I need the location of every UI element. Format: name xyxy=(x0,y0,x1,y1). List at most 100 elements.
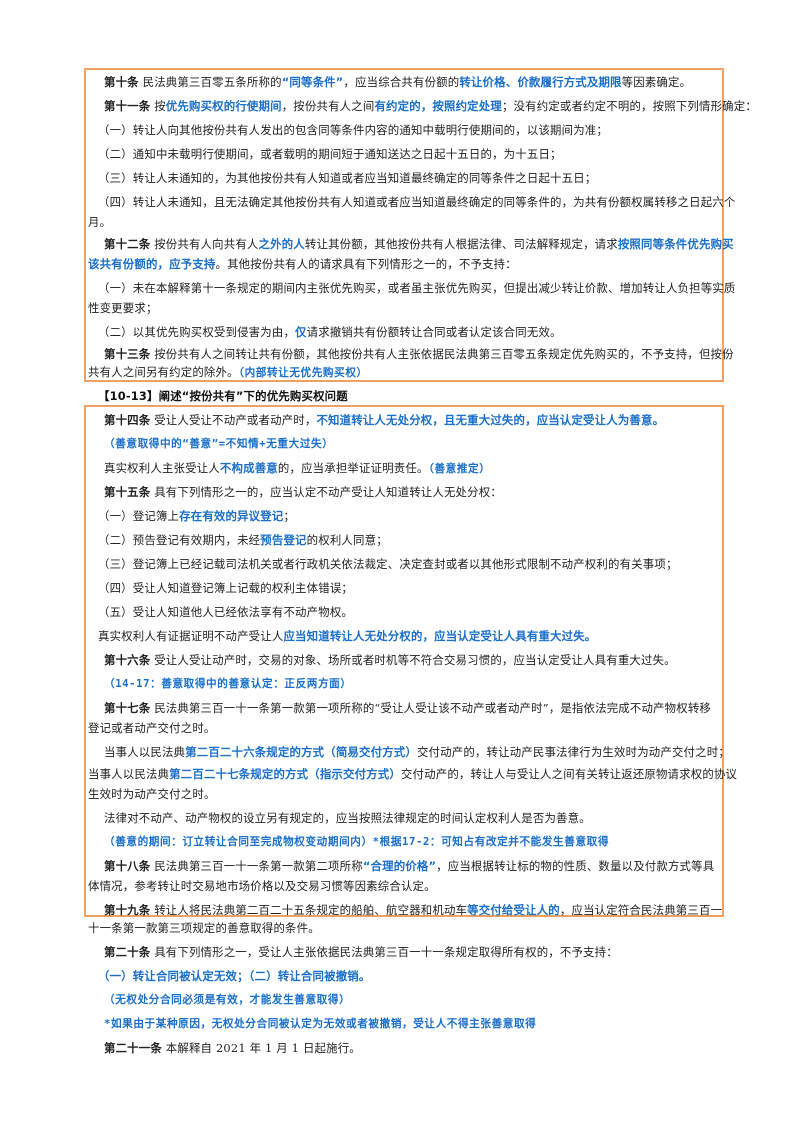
article-13: 第十三条 按份共有人之间转让共有份额，其他按份共有人主张依据民法典第三百零五条规… xyxy=(104,346,734,362)
article-15-item-1: （一）登记簿上存在有效的异议登记； xyxy=(98,508,295,524)
article-10-title: 第十条 xyxy=(104,75,139,89)
article-17-title: 第十七条 xyxy=(104,701,151,715)
highlight: 优先购买权的行使期间 xyxy=(165,99,282,113)
text: 交付动产的，转让人与受让人之间有关转让返还原物请求权的协议 xyxy=(400,767,738,781)
text: （二）以其优先购买权受到侵害为由， xyxy=(98,325,296,339)
article-14-note: （善意取得中的“善意”=不知情+无重大过失） xyxy=(104,438,334,450)
article-12-item-1-cont: 性变更要求； xyxy=(88,301,158,315)
article-15-item-5: （五）受让人知道他人已经依法享有不动产物权。 xyxy=(98,605,353,619)
text: （一）登记簿上 xyxy=(98,509,180,523)
article-12-item-1: （一）未在本解释第十一条规定的期间内主张优先购买，或者虽主张优先购买，但提出减少… xyxy=(98,281,736,295)
article-14-title: 第十四条 xyxy=(104,413,151,427)
highlight: 第二百二十六条规定的方式（简易交付方式） xyxy=(185,745,417,759)
highlight: 转让价格、价款履行方式及期限 xyxy=(459,75,622,89)
article-14: 第十四条 受让人受让不动产或者动产时，不知道转让人无处分权，且无重大过失的，应当… xyxy=(104,412,664,428)
highlight: 不知道转让人无处分权，且无重大过失的，应当认定受让人为善意。 xyxy=(316,413,665,427)
article-20: 第二十条 具有下列情形之一，受让人主张依据民法典第三百一十一条规定取得所有权的，… xyxy=(104,944,618,960)
article-12-cont: 该共有份额的，应予支持。其他按份共有人的请求具有下列情形之一的，不予支持： xyxy=(88,256,517,272)
text: 具有下列情形之一的，应当认定不动产受让人知道转让人无处分权： xyxy=(150,485,502,499)
highlight: 等交付给受让人的 xyxy=(467,903,560,917)
article-21-title: 第二十一条 xyxy=(104,1041,162,1055)
article-11: 第十一条 按优先购买权的行使期间，按份共有人之间有约定的，按照约定处理；没有约定… xyxy=(104,98,757,114)
text: ，按份共有人之间 xyxy=(281,99,375,113)
highlight: “合理的价格” xyxy=(362,859,437,873)
article-11-item-4: （四）转让人未通知，且无法确定其他按份共有人知道或者应当知道最终确定的同等条件的… xyxy=(98,195,736,209)
text: 按份共有人之间转让共有份额，其他按份共有人主张依据民法典第三百零五条规定优先购买… xyxy=(150,347,734,361)
text: 真实权利人有证据证明不动产受让人 xyxy=(98,629,284,643)
article-17-para-4: 法律对不动产、动产物权的设立另有规定的，应当按照法律规定的时间认定权利人是否为善… xyxy=(104,811,591,825)
article-15-item-4: （四）受让人知道登记簿上记载的权利主体错误； xyxy=(98,581,353,595)
article-17-para-3: 当事人以民法典第二百二十七条规定的方式（指示交付方式）交付动产的，转让人与受让人… xyxy=(88,766,737,782)
text: ； xyxy=(283,509,296,523)
text: 的，应当承担举证证明责任。 xyxy=(277,461,429,475)
text: ；没有约定或者约定不明的，按照下列情形确定： xyxy=(501,99,757,113)
text: 本解释自 2021 年 1 月 1 日起施行。 xyxy=(161,1041,361,1055)
article-11-item-2: （二）通知中未载明行使期间，或者载明的期间短于通知送达之日起十五日的，为十五日； xyxy=(98,147,562,161)
article-21: 第二十一条 本解释自 2021 年 1 月 1 日起施行。 xyxy=(104,1040,361,1056)
article-18-cont: 体情况，参考转让时交易地市场价格以及交易习惯等因素综合认定。 xyxy=(88,879,436,893)
article-15-item-2: （二）预告登记有效期内，未经预告登记的权利人同意； xyxy=(98,532,388,548)
article-17-note: （善意的期间：订立转让合同至完成物权变动期间内）*根据17-2：可知占有改定并不… xyxy=(104,836,610,848)
note: （善意推定） xyxy=(428,463,491,475)
article-17-para-3-cont: 生效时为动产交付之时。 xyxy=(88,787,216,801)
highlight: 该共有份额的，应予支持 xyxy=(88,257,216,271)
highlight: 第二百二十七条规定的方式（指示交付方式） xyxy=(169,767,401,781)
article-18-title: 第十八条 xyxy=(104,859,151,873)
text: 交付动产的，转让动产民事法律行为生效时为动产交付之时； xyxy=(416,745,730,759)
section-box-10-13 xyxy=(84,68,724,382)
highlight: 按照同等条件优先购买 xyxy=(617,237,734,251)
article-17: 第十七条 民法典第三百一十一条第一款第一项所称的“受让人受让该不动产或者动产时”… xyxy=(104,700,711,716)
section-heading: 【10-13】阐述“按份共有”下的优先购买权问题 xyxy=(98,389,348,403)
text: 真实权利人主张受让人 xyxy=(104,461,220,475)
text: 按份共有人向共有人 xyxy=(150,237,259,251)
article-15-title: 第十五条 xyxy=(104,485,151,499)
article-20-note-2: *如果由于某种原因，无权处分合同被认定为无效或者被撤销，受让人不得主张善意取得 xyxy=(104,1018,537,1030)
text: ，应当认定符合民法典第三百一 xyxy=(559,903,723,917)
article-19-title: 第十九条 xyxy=(104,903,151,917)
article-11-item-1: （一）转让人向其他按份共有人发出的包含同等条件内容的通知中载明行使期间的，以该期… xyxy=(98,123,608,137)
text: 受让人受让动产时，交易的对象、场所或者时机等不符合交易习惯的，应当认定受让人具有… xyxy=(150,653,676,667)
text: 等因素确定。 xyxy=(621,75,692,89)
text: 请求撤销共有份额转让合同或者认定该合同无效。 xyxy=(306,325,562,339)
text: 按 xyxy=(150,99,166,113)
article-13-cont: 共有人之间另有约定的除外。（内部转让无优先购买权） xyxy=(88,364,368,381)
text: 当事人以民法典 xyxy=(104,745,186,759)
text: 转让其份额，其他按份共有人根据法律、司法解释规定，请求 xyxy=(304,237,618,251)
highlight: 预告登记 xyxy=(260,533,307,547)
text: 。其他按份共有人的请求具有下列情形之一的，不予支持： xyxy=(215,257,517,271)
article-14-para-2: 真实权利人主张受让人不构成善意的，应当承担举证证明责任。（善意推定） xyxy=(104,460,490,477)
text: 共有人之间另有约定的除外。 xyxy=(88,365,239,379)
article-16-note: （14-17：善意取得中的善意认定：正反两方面） xyxy=(104,678,352,690)
article-18: 第十八条 民法典第三百一十一条第一款第二项所称“合理的价格”，应当根据转让标的物… xyxy=(104,858,714,874)
article-12-title: 第十二条 xyxy=(104,237,151,251)
article-16: 第十六条 受让人受让动产时，交易的对象、场所或者时机等不符合交易习惯的，应当认定… xyxy=(104,652,676,668)
article-15: 第十五条 具有下列情形之一的，应当认定不动产受让人知道转让人无处分权： xyxy=(104,484,502,500)
highlight: 不构成善意 xyxy=(219,461,278,475)
article-20-title: 第二十条 xyxy=(104,945,151,959)
article-17-para-2: 当事人以民法典第二百二十六条规定的方式（简易交付方式）交付动产的，转让动产民事法… xyxy=(104,744,730,760)
text: ，应当根据转让标的物的性质、数量以及付款方式等具 xyxy=(436,859,715,873)
text: 民法典第三百零五条所称的 xyxy=(138,75,282,89)
highlight: 仅 xyxy=(295,325,307,339)
article-20-items: （一）转让合同被认定无效；（二）转让合同被撤销。 xyxy=(98,969,371,983)
text: 转让人将民法典第二百二十五条规定的船舶、航空器和机动车 xyxy=(150,903,468,917)
article-19-cont: 十一条第一款第三项规定的善意取得的条件。 xyxy=(88,921,320,935)
highlight: “同等条件” xyxy=(281,75,344,89)
article-10: 第十条 民法典第三百零五条所称的“同等条件”，应当综合共有份额的转让价格、价款履… xyxy=(104,74,691,90)
article-15-conclusion: 真实权利人有证据证明不动产受让人应当知道转让人无处分权的，应当认定受让人具有重大… xyxy=(98,628,596,644)
article-13-title: 第十三条 xyxy=(104,347,151,361)
article-11-item-3: （三）转让人未通知的，为其他按份共有人知道或者应当知道最终确定的同等条件之日起十… xyxy=(98,171,597,185)
text: （二）预告登记有效期内，未经 xyxy=(98,533,261,547)
note: （内部转让无优先购买权） xyxy=(238,367,368,379)
highlight: 有约定的，按照约定处理 xyxy=(374,99,502,113)
article-12: 第十二条 按份共有人向共有人之外的人转让其份额，其他按份共有人根据法律、司法解释… xyxy=(104,236,734,252)
text: 民法典第三百一十一条第一款第一项所称的“受让人受让该不动产或者动产时”，是指依法… xyxy=(150,701,712,715)
text: 受让人受让不动产或者动产时， xyxy=(150,413,317,427)
highlight: 应当知道转让人无处分权的，应当认定受让人具有重大过失。 xyxy=(283,629,597,643)
text: 民法典第三百一十一条第一款第二项所称 xyxy=(150,859,363,873)
text: 具有下列情形之一，受让人主张依据民法典第三百一十一条规定取得所有权的，不予支持： xyxy=(150,945,618,959)
article-16-title: 第十六条 xyxy=(104,653,151,667)
article-12-item-2: （二）以其优先购买权受到侵害为由，仅请求撤销共有份额转让合同或者认定该合同无效。 xyxy=(98,324,562,340)
text: 当事人以民法典 xyxy=(88,767,170,781)
